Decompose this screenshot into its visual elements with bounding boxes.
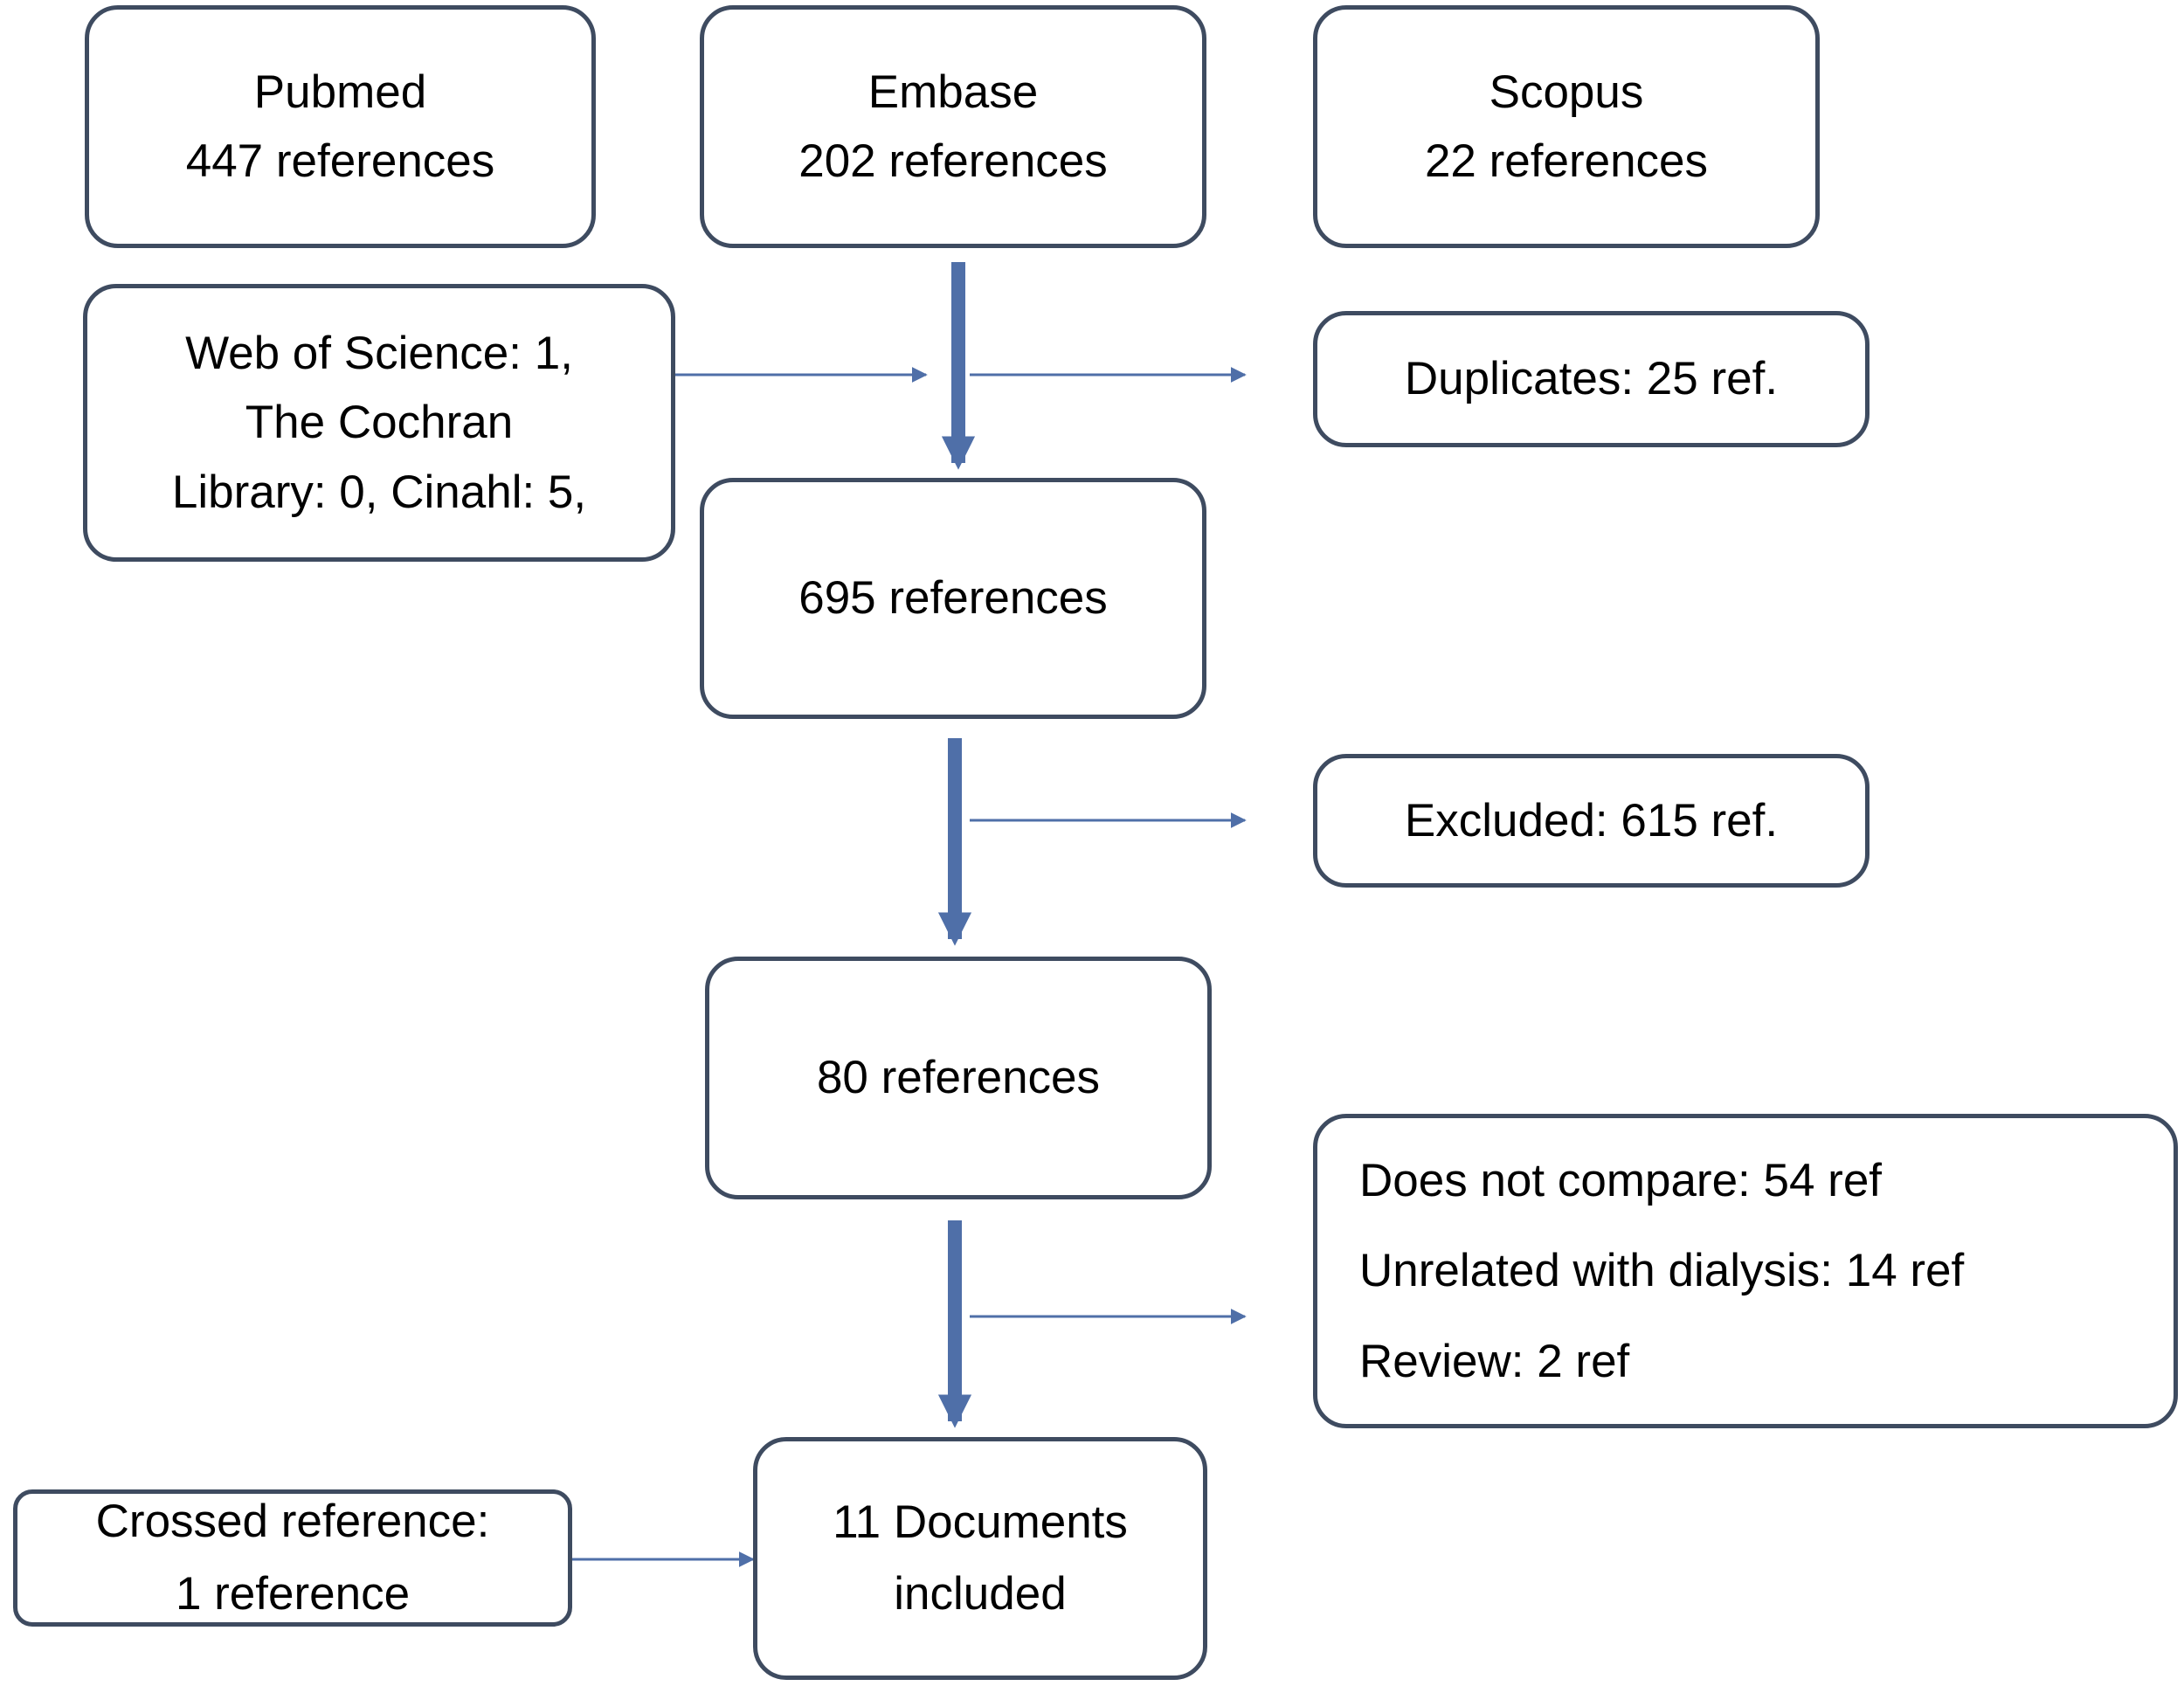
documents-included-count: 11 Documents: [833, 1496, 1128, 1548]
crossed-reference-count: 1 reference: [175, 1567, 411, 1620]
embase-count: 202 references: [798, 135, 1108, 187]
crossed-reference-label: Crossed reference:: [95, 1496, 490, 1548]
screened-references-label: 80 references: [816, 1052, 1101, 1104]
pubmed-label: Pubmed: [253, 66, 427, 118]
scopus-box: Scopus 22 references: [1313, 5, 1820, 248]
reason-not-compare: Does not compare: 54 ref: [1359, 1154, 1883, 1206]
reason-review: Review: 2 ref: [1359, 1335, 1630, 1387]
embase-box: Embase 202 references: [700, 5, 1206, 248]
total-references-label: 695 references: [798, 572, 1108, 625]
other-db-line-1: Web of Science: 1,: [185, 327, 573, 379]
exclusion-reasons-box: Does not compare: 54 ref Unrelated with …: [1313, 1114, 2178, 1428]
other-db-line-3: Library: 0, Cinahl: 5,: [171, 466, 587, 518]
total-references-box: 695 references: [700, 478, 1206, 719]
duplicates-label: Duplicates: 25 ref.: [1404, 353, 1779, 405]
scopus-count: 22 references: [1424, 135, 1709, 187]
pubmed-count: 447 references: [185, 135, 495, 187]
reason-unrelated-dialysis: Unrelated with dialysis: 14 ref: [1359, 1245, 1965, 1297]
embase-label: Embase: [867, 66, 1039, 118]
crossed-reference-box: Crossed reference: 1 reference: [13, 1489, 572, 1627]
other-db-line-2: The Cochran: [245, 397, 514, 449]
excluded-label: Excluded: 615 ref.: [1404, 794, 1779, 846]
scopus-label: Scopus: [1489, 66, 1644, 118]
duplicates-box: Duplicates: 25 ref.: [1313, 311, 1870, 447]
documents-included-box: 11 Documents included: [753, 1437, 1207, 1680]
documents-included-label: included: [894, 1568, 1067, 1620]
excluded-box: Excluded: 615 ref.: [1313, 754, 1870, 888]
other-databases-box: Web of Science: 1, The Cochran Library: …: [83, 284, 675, 562]
screened-references-box: 80 references: [705, 957, 1212, 1199]
pubmed-box: Pubmed 447 references: [85, 5, 596, 248]
